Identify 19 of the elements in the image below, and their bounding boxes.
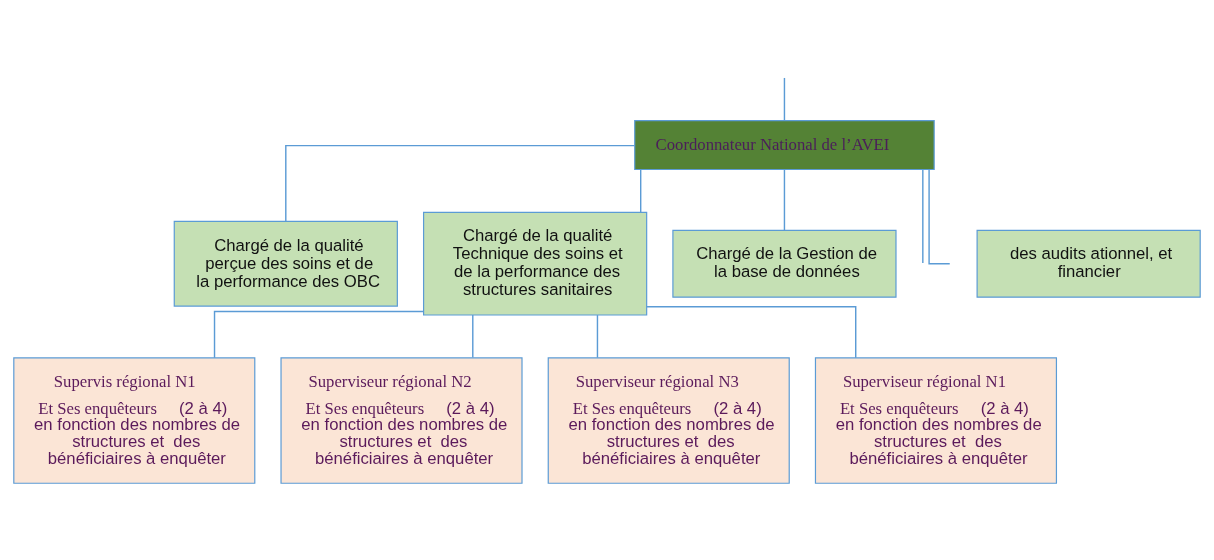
connector bbox=[646, 305, 857, 359]
node-box: Chargé de la qualité Technique des soins et de la performance des structures sanitaires bbox=[423, 211, 648, 316]
node-box: Coordonnateur National de l’AVEI bbox=[634, 120, 935, 171]
connector bbox=[213, 310, 425, 359]
node-box: Supervis régional N1 Et Ses enquêteurs (2 à 4) en fonction des nombres de structures et des bénéficiaires à enquêter bbox=[13, 357, 256, 484]
node-box: Superviseur régional N3 Et Ses enquêteurs (2 à 4) en fonction des nombres de structures et des bénéficiaires à enquêter bbox=[547, 357, 790, 484]
node-box: Superviseur régional N2 Et Ses enquêteurs (2 à 4) en fonction des nombres de structures et des bénéficiaires à enquêter bbox=[280, 357, 523, 484]
connector bbox=[783, 168, 786, 231]
node-box: des audits ationnel, et financier bbox=[976, 229, 1201, 298]
node-box: Chargé de la qualité perçue des soins et de la performance des OBC bbox=[173, 220, 398, 307]
connector bbox=[928, 168, 951, 265]
connector bbox=[640, 168, 642, 213]
connector bbox=[472, 314, 474, 359]
node-box: Chargé de la Gestion de la base de données bbox=[672, 229, 897, 298]
connector bbox=[596, 314, 599, 359]
connector bbox=[922, 168, 924, 264]
connector bbox=[285, 144, 636, 222]
connector bbox=[783, 77, 786, 122]
node-box: Superviseur régional N1 Et Ses enquêteurs (2 à 4) en fonction des nombres de structures et des bénéficiaires à enquêter bbox=[814, 357, 1058, 484]
